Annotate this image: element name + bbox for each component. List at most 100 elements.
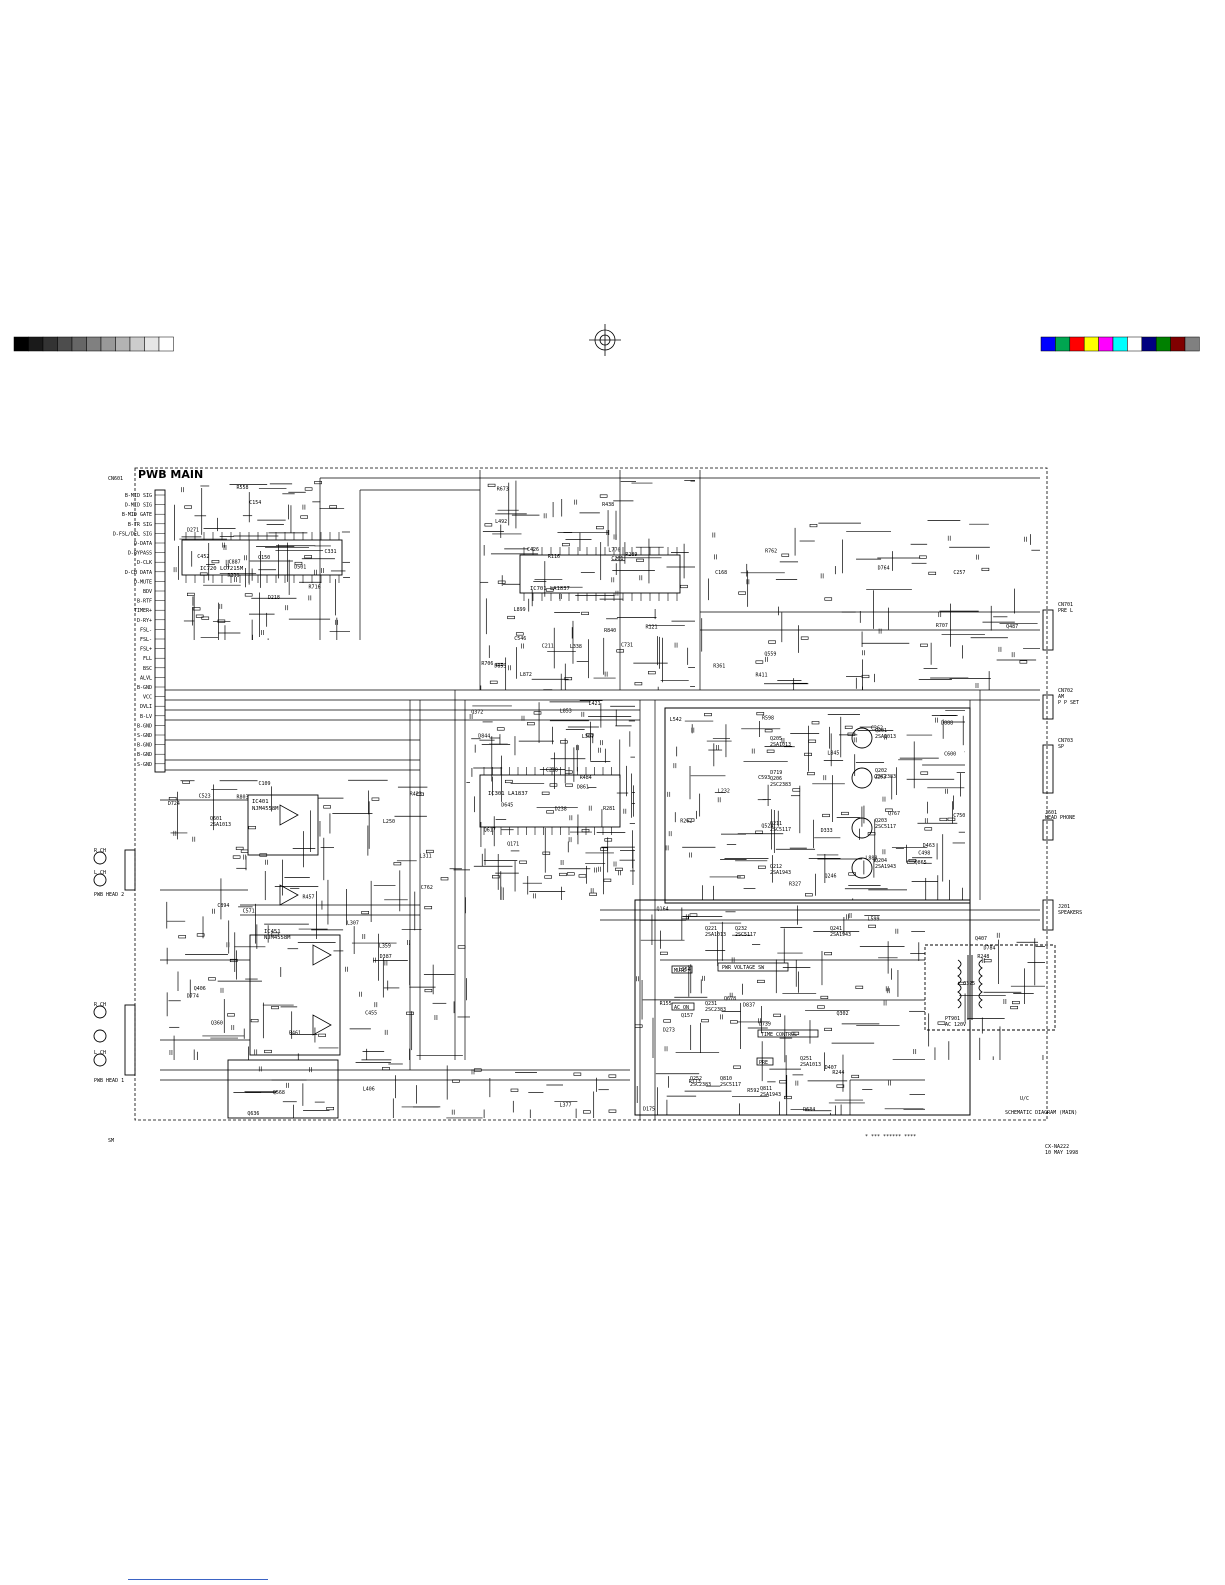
connector-pin-label: S-GND bbox=[137, 762, 152, 768]
power-supply-section bbox=[634, 899, 971, 1116]
svg-text:R248: R248 bbox=[977, 954, 989, 960]
svg-text:Q360: Q360 bbox=[211, 1020, 223, 1026]
svg-text:L311: L311 bbox=[420, 853, 432, 859]
bottom-rule bbox=[128, 1579, 268, 1580]
svg-text:R598: R598 bbox=[762, 716, 774, 722]
schematic-components: D501R558R339R716D271D218C452C887C331Q150… bbox=[168, 481, 1028, 1117]
svg-text:R707: R707 bbox=[936, 623, 948, 629]
connector-pin-label: BDV bbox=[143, 589, 152, 595]
svg-text:L307: L307 bbox=[347, 920, 359, 926]
svg-text:HEAD PHONE: HEAD PHONE bbox=[1045, 815, 1075, 821]
svg-text:R706: R706 bbox=[481, 661, 493, 667]
power-amp-section bbox=[664, 707, 971, 904]
svg-text:L542: L542 bbox=[670, 717, 682, 723]
connector-pin-label: D-FSL/DEL SIG bbox=[113, 531, 152, 537]
svg-text:NJM4558M: NJM4558M bbox=[252, 806, 279, 812]
svg-text:IC301: IC301 bbox=[488, 791, 505, 797]
svg-text:R262: R262 bbox=[680, 818, 692, 824]
svg-text:LA1837: LA1837 bbox=[550, 586, 570, 592]
transistor-part-label: 2SA1943 bbox=[760, 1092, 781, 1098]
svg-text:L770: L770 bbox=[608, 547, 620, 553]
transistor-ref-label: Q206 bbox=[770, 776, 782, 782]
color-swatch bbox=[1184, 336, 1200, 352]
svg-text:D774: D774 bbox=[187, 993, 199, 999]
svg-text:C109: C109 bbox=[258, 781, 270, 787]
svg-text:D739: D739 bbox=[759, 1022, 771, 1028]
svg-text:L359: L359 bbox=[379, 943, 391, 949]
svg-text:Q407: Q407 bbox=[975, 936, 987, 942]
board-outline bbox=[134, 467, 1048, 1121]
gray-swatch bbox=[13, 336, 29, 352]
svg-text:D855: D855 bbox=[494, 663, 506, 669]
svg-text:IC401: IC401 bbox=[252, 799, 269, 805]
svg-text:Q293: Q293 bbox=[874, 774, 886, 780]
svg-text:R116: R116 bbox=[548, 554, 560, 560]
svg-text:L853: L853 bbox=[560, 708, 572, 714]
svg-text:Q559: Q559 bbox=[764, 652, 776, 658]
svg-text:PT901: PT901 bbox=[945, 1016, 960, 1022]
svg-text:R121: R121 bbox=[646, 624, 658, 630]
svg-text:Q636: Q636 bbox=[247, 1111, 259, 1117]
svg-text:L599: L599 bbox=[867, 916, 879, 922]
svg-text:D719: D719 bbox=[770, 770, 782, 776]
gray-swatch bbox=[28, 336, 44, 352]
svg-text:MUTE: MUTE bbox=[674, 968, 686, 974]
svg-text:C571: C571 bbox=[243, 908, 255, 914]
connector-pin-label: D-RY+ bbox=[137, 618, 152, 624]
connector-pin-label: B-MID GATE bbox=[122, 512, 152, 518]
svg-text:D501: D501 bbox=[294, 564, 306, 570]
svg-text:R716: R716 bbox=[309, 584, 321, 590]
svg-text:Q157: Q157 bbox=[681, 1013, 693, 1019]
svg-text:C894: C894 bbox=[217, 903, 229, 909]
transistor-ref-label: Q252 bbox=[690, 1076, 702, 1082]
gray-swatch bbox=[129, 336, 145, 352]
svg-text:R327: R327 bbox=[789, 882, 801, 888]
svg-text:C325: C325 bbox=[963, 981, 975, 987]
svg-text:L232: L232 bbox=[718, 789, 730, 795]
connector-pin-label: DVLI bbox=[140, 704, 152, 710]
svg-text:SCHEMATIC DIAGRAM (MAIN): SCHEMATIC DIAGRAM (MAIN) bbox=[1005, 1110, 1077, 1116]
svg-text:PWB HEAD 2: PWB HEAD 2 bbox=[94, 892, 124, 898]
color-calibration-bar bbox=[1040, 336, 1200, 352]
svg-text:D837: D837 bbox=[743, 1002, 755, 1008]
ic-block-ic451: IC451 NJM4558M bbox=[249, 929, 341, 1056]
ic-block-ic720: IC720 LC7215M bbox=[181, 539, 343, 576]
svg-text:LC7215M: LC7215M bbox=[220, 566, 244, 572]
transistor-ref-label: Q205 bbox=[770, 736, 782, 742]
gray-swatch bbox=[57, 336, 73, 352]
ic-block-ic301: IC301 LA1837 bbox=[479, 774, 621, 828]
svg-text:SP: SP bbox=[1058, 744, 1064, 750]
transistor-ref-label: Q211 bbox=[770, 821, 782, 827]
svg-text:R558: R558 bbox=[237, 485, 249, 491]
svg-text:C731: C731 bbox=[621, 642, 633, 648]
svg-text:R281: R281 bbox=[603, 806, 615, 812]
svg-text:PWR VOLTAGE SW: PWR VOLTAGE SW bbox=[722, 965, 765, 971]
transistor-ref-label: Q232 bbox=[735, 926, 747, 932]
svg-text:C201: C201 bbox=[611, 556, 623, 562]
color-swatch bbox=[1170, 336, 1186, 352]
svg-text:CN702: CN702 bbox=[1058, 688, 1073, 694]
svg-text:IC701: IC701 bbox=[530, 586, 547, 592]
connector-pin-label: D-MUTE bbox=[134, 579, 152, 585]
transistor-part-label: 2SC5117 bbox=[720, 1082, 741, 1088]
svg-text:R CH: R CH bbox=[94, 1002, 106, 1008]
svg-text:L338: L338 bbox=[570, 644, 582, 650]
color-swatch bbox=[1069, 336, 1085, 352]
transistor-ref-label: Q601 bbox=[210, 816, 222, 822]
svg-text:D634: D634 bbox=[803, 1107, 815, 1113]
transistor-part-label: 2SC2383 bbox=[705, 1007, 726, 1013]
svg-text:CN703: CN703 bbox=[1058, 738, 1073, 744]
svg-text:D844: D844 bbox=[478, 734, 490, 740]
svg-text:D271: D271 bbox=[187, 527, 199, 533]
svg-text:D463: D463 bbox=[923, 843, 935, 849]
right-connectors: CN701 PRE L CN702 AM P P SET CN703 SP J2… bbox=[1042, 602, 1082, 931]
svg-text:L872: L872 bbox=[520, 672, 532, 678]
svg-text:L CH: L CH bbox=[94, 870, 106, 876]
transistor-ref-label: Q810 bbox=[720, 1076, 732, 1082]
svg-text:R155: R155 bbox=[660, 1001, 672, 1007]
connector-pin-label: D-BYPASS bbox=[128, 551, 152, 557]
transistor-part-label: 2SA1013 bbox=[875, 734, 896, 740]
connector-pin-label: FSL- bbox=[140, 627, 152, 633]
